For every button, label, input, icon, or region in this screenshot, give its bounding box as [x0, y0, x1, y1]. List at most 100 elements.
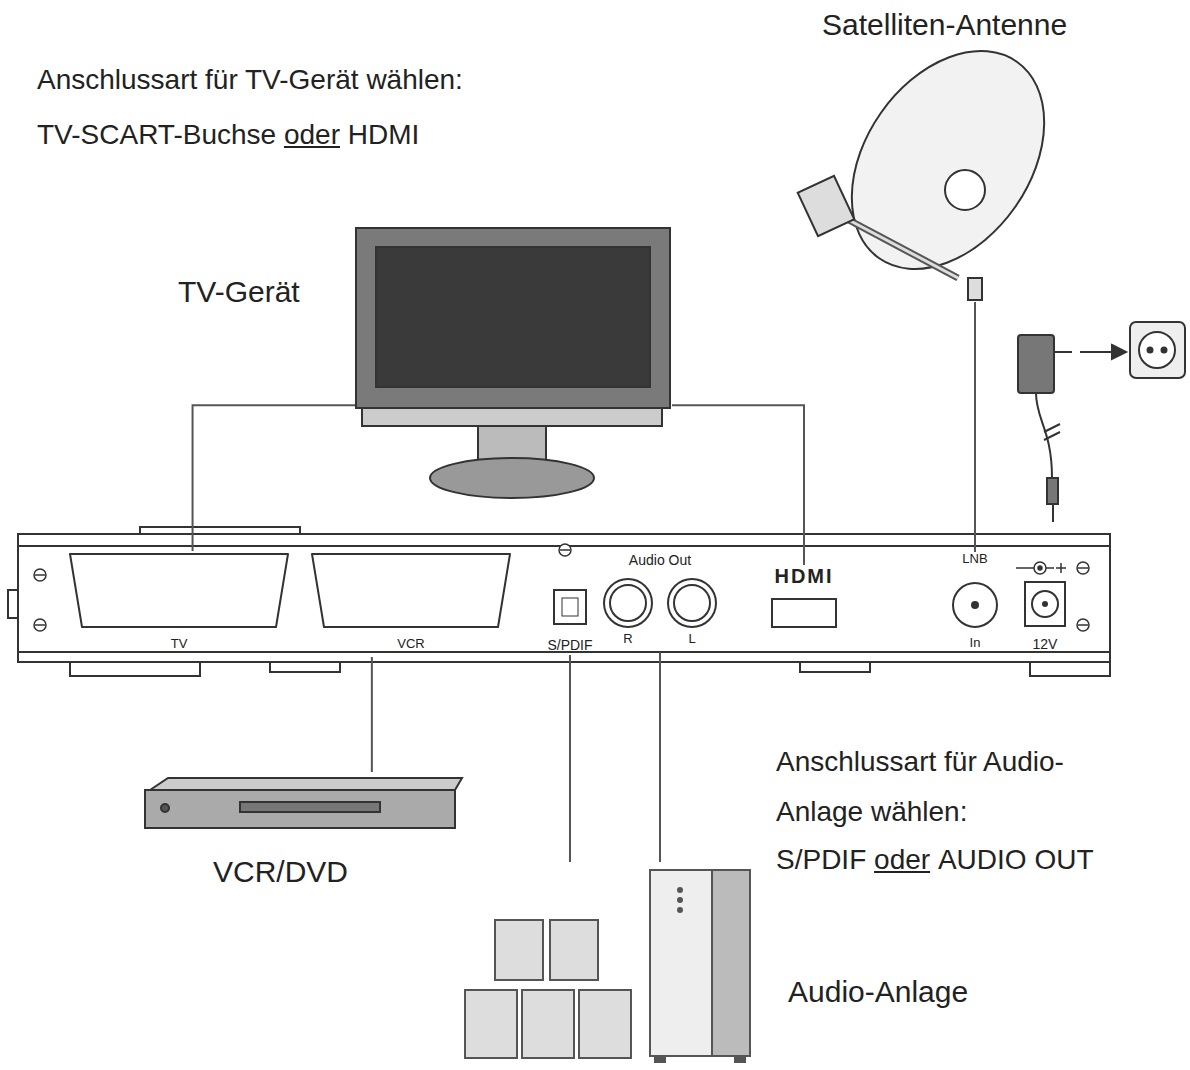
note-text: AUDIO OUT [938, 843, 1094, 877]
satellite-dish-part [945, 170, 985, 210]
note-line: TV-SCART-BuchseoderHDMI [37, 118, 427, 152]
connection-cable [974, 302, 976, 552]
audio-out-port-outline-part [610, 585, 646, 621]
vcr-dvd-player-part [161, 804, 169, 812]
receiver-panel-part [140, 527, 300, 534]
vcr-dvd-player [145, 778, 462, 828]
port-label: TV [66, 637, 292, 652]
receiver-panel-part [1030, 662, 1110, 676]
port-label: S/PDIF [538, 637, 602, 653]
receiver-panel-part [8, 590, 18, 618]
power-adapter [1018, 322, 1185, 522]
note-text: Anschlussart für TV-Gerät wählen: [37, 63, 463, 97]
device-label: TV-Gerät [178, 275, 300, 310]
spdif-port: S/PDIF [538, 585, 602, 655]
satellite-dish-part [845, 218, 958, 278]
device-label: Audio-Anlage [788, 975, 968, 1010]
satellite-dish-part [845, 218, 958, 278]
connection-cable [569, 655, 571, 862]
receiver-panel [8, 527, 1110, 676]
scart-port: TV [66, 551, 292, 657]
audio-system-part [678, 888, 682, 892]
antenna-device: Satelliten-Antenne [795, 70, 1025, 302]
polarity-symbol-part [1016, 567, 1026, 569]
port-label: R [618, 632, 638, 647]
port-label: VCR [308, 637, 514, 652]
satellite-dish-part [798, 176, 855, 236]
panel-screw [34, 544, 1089, 631]
port-label: HDMI [752, 565, 856, 588]
audio-system-part [550, 920, 598, 980]
power-jack-outline-part [1025, 582, 1065, 626]
panel-screw-part [1078, 567, 1088, 569]
connection-cable [193, 405, 355, 551]
panel-screw-part [34, 619, 46, 631]
panel-screw-part [1078, 624, 1088, 626]
note-text: oder [874, 843, 930, 877]
note-line: S/PDIFoderAUDIO OUT [776, 843, 1101, 877]
vcr-dvd-player-part [150, 778, 462, 790]
audio-out-port-outline-part [674, 585, 710, 621]
panel-screw-part [559, 544, 571, 556]
satellite-dish-part [812, 15, 1084, 306]
lnb-port-outline-part [953, 583, 997, 627]
vcr-device-outline [140, 772, 465, 834]
connection-cable [672, 405, 804, 565]
lnb-port-outline-part [971, 601, 979, 609]
audio-device-outline [462, 862, 754, 1064]
panel-screw-part [34, 569, 46, 581]
power-adapter-part [1139, 332, 1175, 368]
panel-screw-part [35, 624, 45, 626]
spdif-port-outline-part [554, 590, 586, 624]
tv-set-part [376, 247, 650, 387]
port-label: LNB [945, 552, 1005, 567]
power-adapter-part [1080, 351, 1112, 353]
connection-cable [371, 657, 373, 772]
note-line: Anschlussart für TV-Gerät wählen: [37, 63, 471, 97]
power-adapter-part [1052, 504, 1054, 522]
panel-screw-part [1077, 562, 1089, 574]
vcr-device: VCR/DVD [140, 772, 465, 834]
tv-device-outline [355, 222, 672, 504]
power-adapter-part [1148, 348, 1153, 353]
port-label: In [945, 636, 1005, 651]
satellite-dish [798, 15, 1084, 306]
power-adapter-part [1054, 351, 1072, 353]
tv-set [356, 228, 670, 498]
tv-set-part [362, 408, 662, 426]
note-text: Anschlussart für Audio-Anlage wählen: [776, 737, 1108, 837]
vcr-dvd-player-part [240, 802, 380, 812]
polarity-symbol [1016, 562, 1066, 574]
panel-screw-part [35, 574, 45, 576]
device-label: Satelliten-Antenne [822, 8, 1067, 43]
audio-system-part [712, 870, 750, 1056]
power-jack: 12V [1018, 578, 1072, 658]
audio-system-part [522, 990, 574, 1058]
panel-screw-part [1077, 619, 1089, 631]
receiver-panel-part [270, 662, 340, 672]
polarity-symbol-part [1026, 567, 1054, 569]
audio-device: Audio-Anlage [462, 862, 754, 1064]
port-label: 12V [1018, 636, 1072, 652]
audio-system-part [465, 990, 517, 1058]
tv-set-part [430, 458, 594, 498]
connection-cable [659, 652, 661, 862]
tv-set-part [356, 228, 670, 408]
receiver-panel-part [800, 662, 870, 672]
power-adapter-part [1018, 335, 1054, 393]
vcr-dvd-player-part [145, 790, 455, 828]
power-adapter-part [1044, 424, 1060, 440]
lnb-port: LNB In [945, 552, 1005, 654]
power-adapter-part [1047, 478, 1058, 504]
audio-out-port-outline-part [668, 579, 716, 627]
audio-system-part [678, 898, 682, 902]
power-adapter-part [1036, 393, 1052, 478]
panel-screw-part [560, 549, 570, 551]
power-adapter-part [1130, 322, 1185, 378]
power-jack-outline-part [1032, 591, 1058, 617]
polarity-symbol-part [1034, 562, 1046, 574]
audio-out-port-outline-part [604, 579, 652, 627]
antenna-device-outline [795, 70, 1025, 302]
